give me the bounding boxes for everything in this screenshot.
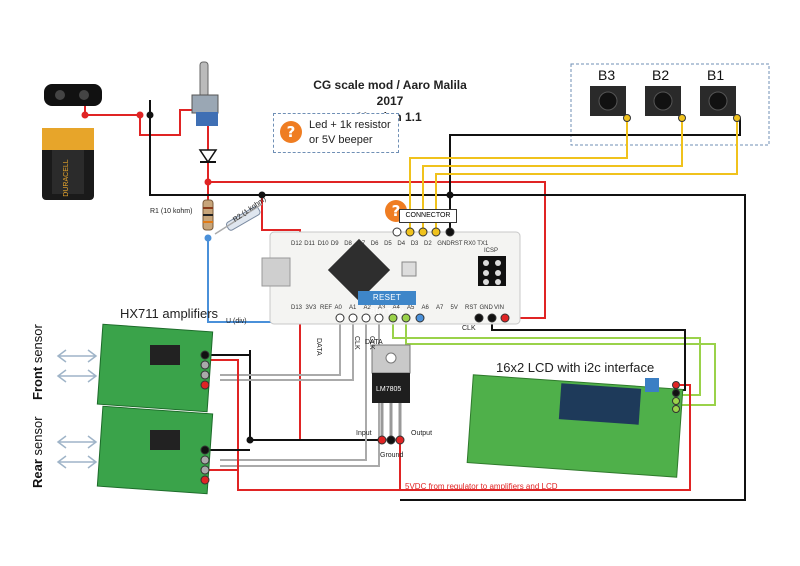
red-rail-top (208, 181, 546, 319)
button-label-b2: B2 (652, 67, 670, 83)
lcd-module (466, 374, 684, 478)
regulator-label: LM7805 (376, 386, 402, 393)
data-label-front: DATA (315, 338, 322, 356)
note-box: ? Led + 1k resistor or 5V beeper (273, 113, 399, 153)
hx711-rear (96, 405, 214, 495)
board-pin-label-bottom: RST (465, 305, 477, 311)
board-pin-label-bottom: A0 (335, 305, 343, 311)
question-icon: ? (280, 121, 302, 143)
button-group-box (570, 63, 770, 146)
diode (198, 149, 218, 164)
ground-label: Ground (380, 452, 404, 459)
battery-black-wire (149, 100, 746, 501)
title-line1: CG scale mod / Aaro Malila 2017 (313, 78, 467, 108)
icsp-label: ICSP (484, 248, 498, 254)
gray-data-front (220, 318, 341, 376)
supply-label: 5VDC from regulator to amplifiers and LC… (405, 482, 558, 491)
board-pin-label-bottom: A5 (407, 305, 415, 311)
board-pin-label-top: D10 (318, 241, 330, 247)
arduino-nano (261, 231, 521, 325)
output-label: Output (411, 430, 433, 437)
board-pin-label-bottom: GND (480, 305, 494, 311)
junction-dots (81, 111, 454, 444)
bottom-header-pins (335, 313, 510, 323)
supply-red (205, 359, 401, 491)
connector-label: CONNECTOR (399, 209, 457, 223)
board-pin-label-top: D4 (397, 241, 405, 247)
board-pin-label-top: D6 (371, 241, 379, 247)
board-pin-label-top: D8 (344, 241, 352, 247)
sensor-arrows (56, 349, 98, 469)
r1-label: R1 (10 kohm) (150, 208, 193, 215)
board-pin-label-top: GND (437, 241, 451, 247)
clk-label-lcd: CLK (462, 325, 476, 332)
board-pin-label-bottom: 3V3 (306, 305, 317, 311)
button-b2 (645, 86, 686, 122)
board-pin-label-top: D7 (358, 241, 366, 247)
u-div-label: U (div) (226, 318, 247, 325)
board-pin-label-bottom: A7 (436, 305, 444, 311)
board-pin-label-bottom: REF (320, 305, 332, 311)
board-pin-label-bottom: VIN (494, 305, 504, 311)
button-label-b1: B1 (707, 67, 725, 83)
reset-button-label: RESET BUTTON (358, 291, 416, 316)
button-label-b3: B3 (598, 67, 616, 83)
front-sensor-label: Front sensor (30, 324, 45, 400)
rear-suffix: sensor (30, 416, 45, 460)
front-bold: Front (30, 366, 45, 400)
r2-lead (214, 203, 263, 235)
yellow-b3 (409, 118, 628, 232)
board-pin-label-top: D9 (331, 241, 339, 247)
lcd-label: 16x2 LCD with i2c interface (496, 360, 655, 375)
rear-bold: Rear (30, 459, 45, 488)
yellow-b1 (435, 118, 738, 232)
hx711-label: HX711 amplifiers (120, 306, 219, 321)
button-b1 (700, 86, 741, 122)
toggle-switch (191, 61, 219, 126)
gray-clk-rear (220, 318, 367, 461)
ground-to-sensors (249, 350, 385, 441)
clk-label-front: CLK (353, 336, 360, 350)
top-header-pins (392, 227, 455, 237)
rear-sensor-label: Rear sensor (30, 416, 45, 488)
note-line1: Led + 1k resistor (309, 119, 391, 131)
clk-black (491, 318, 686, 391)
data-label-rear: DATA (365, 339, 383, 346)
front-suffix: sensor (30, 324, 45, 367)
board-pin-label-bottom: A1 (349, 305, 357, 311)
board-pin-label-bottom: A2 (364, 305, 372, 311)
board-pin-label-top: D2 (424, 241, 432, 247)
lm7805-regulator (371, 344, 411, 445)
board-pin-label-top: TX1 (477, 241, 489, 247)
green-sda (392, 318, 701, 396)
board-pin-label-top: D12 (291, 241, 303, 247)
green-scl (405, 318, 716, 406)
yellow-b2 (422, 118, 683, 232)
board-pin-label-bottom: 5V (451, 305, 458, 311)
board-pin-label-bottom: D13 (291, 305, 303, 311)
board-pin-label-top: D11 (304, 241, 315, 247)
hx711-front (96, 323, 214, 413)
board-pin-label-bottom: A6 (422, 305, 430, 311)
battery (42, 84, 102, 200)
board-pin-label-top: D5 (384, 241, 392, 247)
note-text: Led + 1k resistor or 5V beeper (309, 118, 391, 148)
resistor-r1 (202, 199, 214, 231)
board-pin-label-bottom: A3 (378, 305, 386, 311)
board-pin-label-bottom: A4 (393, 305, 401, 311)
board-pin-label-top: RX0 (464, 241, 476, 247)
note-line2: or 5V beeper (309, 134, 373, 146)
board-pin-label-top: RST (451, 241, 463, 247)
black-from-button (449, 118, 741, 195)
input-label: Input (356, 430, 372, 437)
battery-brand: DURACELL (63, 159, 70, 196)
board-pin-label-top: D3 (411, 241, 419, 247)
resistor-r2 (226, 206, 261, 231)
gray-clk-front (220, 318, 354, 381)
button-b3 (590, 86, 631, 122)
